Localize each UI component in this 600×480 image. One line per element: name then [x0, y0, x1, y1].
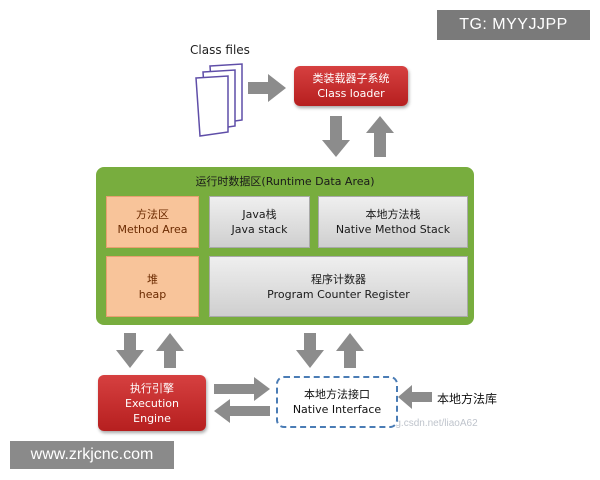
pc-register-en: Program Counter Register — [267, 287, 410, 301]
arrow-native-up — [336, 333, 364, 368]
heap-en: heap — [138, 287, 167, 301]
class-loader-cn: 类装载器子系统 — [312, 72, 390, 85]
execution-engine-en-2: Engine — [133, 411, 171, 425]
native-method-stack-en: Native Method Stack — [335, 223, 451, 236]
java-stack-cn: Java栈 — [242, 208, 277, 221]
native-interface-box: 本地方法接口 Native Interface — [276, 376, 398, 428]
method-area-en: Method Area — [117, 223, 188, 236]
arrow-native-down — [296, 333, 324, 368]
watermark-bottom: www.zrkjcnc.com — [10, 441, 174, 469]
native-method-stack-cn: 本地方法栈 — [365, 208, 421, 221]
method-area-cn: 方法区 — [136, 208, 169, 221]
native-interface-cn: 本地方法接口 — [304, 388, 370, 401]
heap-cn: 堆 — [147, 272, 158, 286]
watermark-top: TG: MYYJJPP — [437, 10, 590, 40]
arrow-native-to-engine — [214, 399, 270, 423]
execution-engine-box: 执行引擎 Execution Engine — [98, 375, 206, 431]
faint-url-watermark: https://blog.csdn.net/liaoA62 — [352, 418, 478, 429]
method-area-box: 方法区 Method Area — [106, 196, 199, 248]
arrow-loader-down — [322, 116, 350, 157]
arrow-library-to-interface — [398, 385, 432, 409]
native-interface-en: Native Interface — [292, 403, 382, 416]
runtime-data-area-title: 运行时数据区(Runtime Data Area) — [195, 175, 375, 188]
program-counter-register-box: 程序计数器 Program Counter Register — [209, 256, 468, 317]
class-files-label: Class files — [190, 43, 250, 57]
heap-box: 堆 heap — [106, 256, 199, 317]
arrow-engine-to-native — [214, 377, 270, 401]
execution-engine-cn: 执行引擎 — [130, 381, 174, 395]
class-loader-en: Class loader — [317, 87, 385, 100]
pc-register-cn: 程序计数器 — [311, 272, 366, 286]
execution-engine-en-1: Execution — [125, 396, 179, 410]
java-stack-en: Java stack — [231, 223, 288, 236]
class-loader-box: 类装载器子系统 Class loader — [294, 66, 408, 106]
native-method-stack-box: 本地方法栈 Native Method Stack — [318, 196, 468, 248]
arrow-engine-down — [116, 333, 144, 368]
arrow-loader-up — [366, 116, 394, 157]
java-stack-box: Java栈 Java stack — [209, 196, 310, 248]
arrow-engine-up — [156, 333, 184, 368]
class-files-icon — [195, 63, 243, 137]
native-library-label: 本地方法库 — [437, 392, 498, 406]
arrow-files-to-loader — [248, 74, 286, 102]
